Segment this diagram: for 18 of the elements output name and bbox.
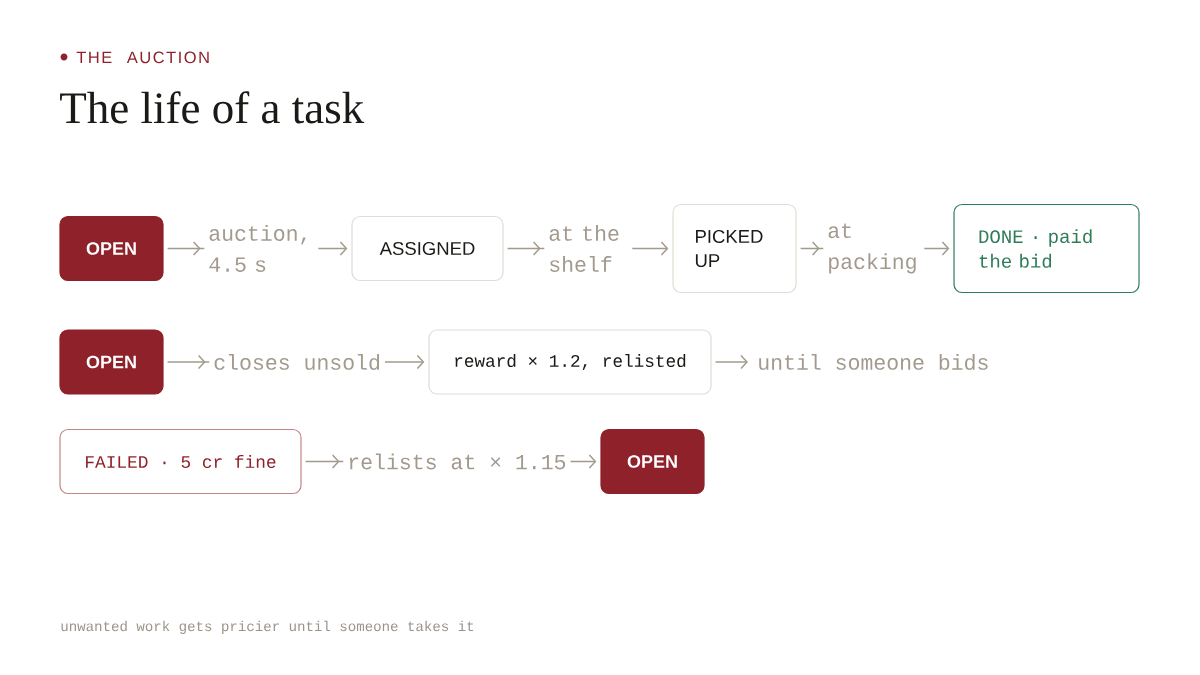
state-box: OPEN (600, 428, 705, 495)
edge-label: closes unsold (209, 350, 385, 374)
edge-label: relists at × 1.15 (343, 449, 571, 474)
state-box: ASSIGNED (351, 215, 504, 282)
title: The life of a task (60, 91, 365, 124)
edge-label: at packing (823, 219, 925, 278)
state-box: reward × 1.2, relisted (428, 329, 712, 395)
footnote-text: unwanted work gets pricier until someone takes it (61, 620, 474, 634)
state-box: FAILED · 5 cr fine (59, 428, 302, 495)
state-box: OPEN (59, 329, 164, 395)
state-box: PICKED UP (672, 203, 797, 294)
edge-label: at the shelf (544, 221, 633, 276)
transition-text: until someone bids (759, 354, 988, 370)
edge-label: auction, 4.5 s (204, 221, 319, 276)
kicker-text: THE AUCTION (76, 51, 209, 64)
state-box: DONE · paid the bid (953, 203, 1140, 294)
arrow (714, 354, 748, 370)
state-box: OPEN (59, 215, 164, 282)
